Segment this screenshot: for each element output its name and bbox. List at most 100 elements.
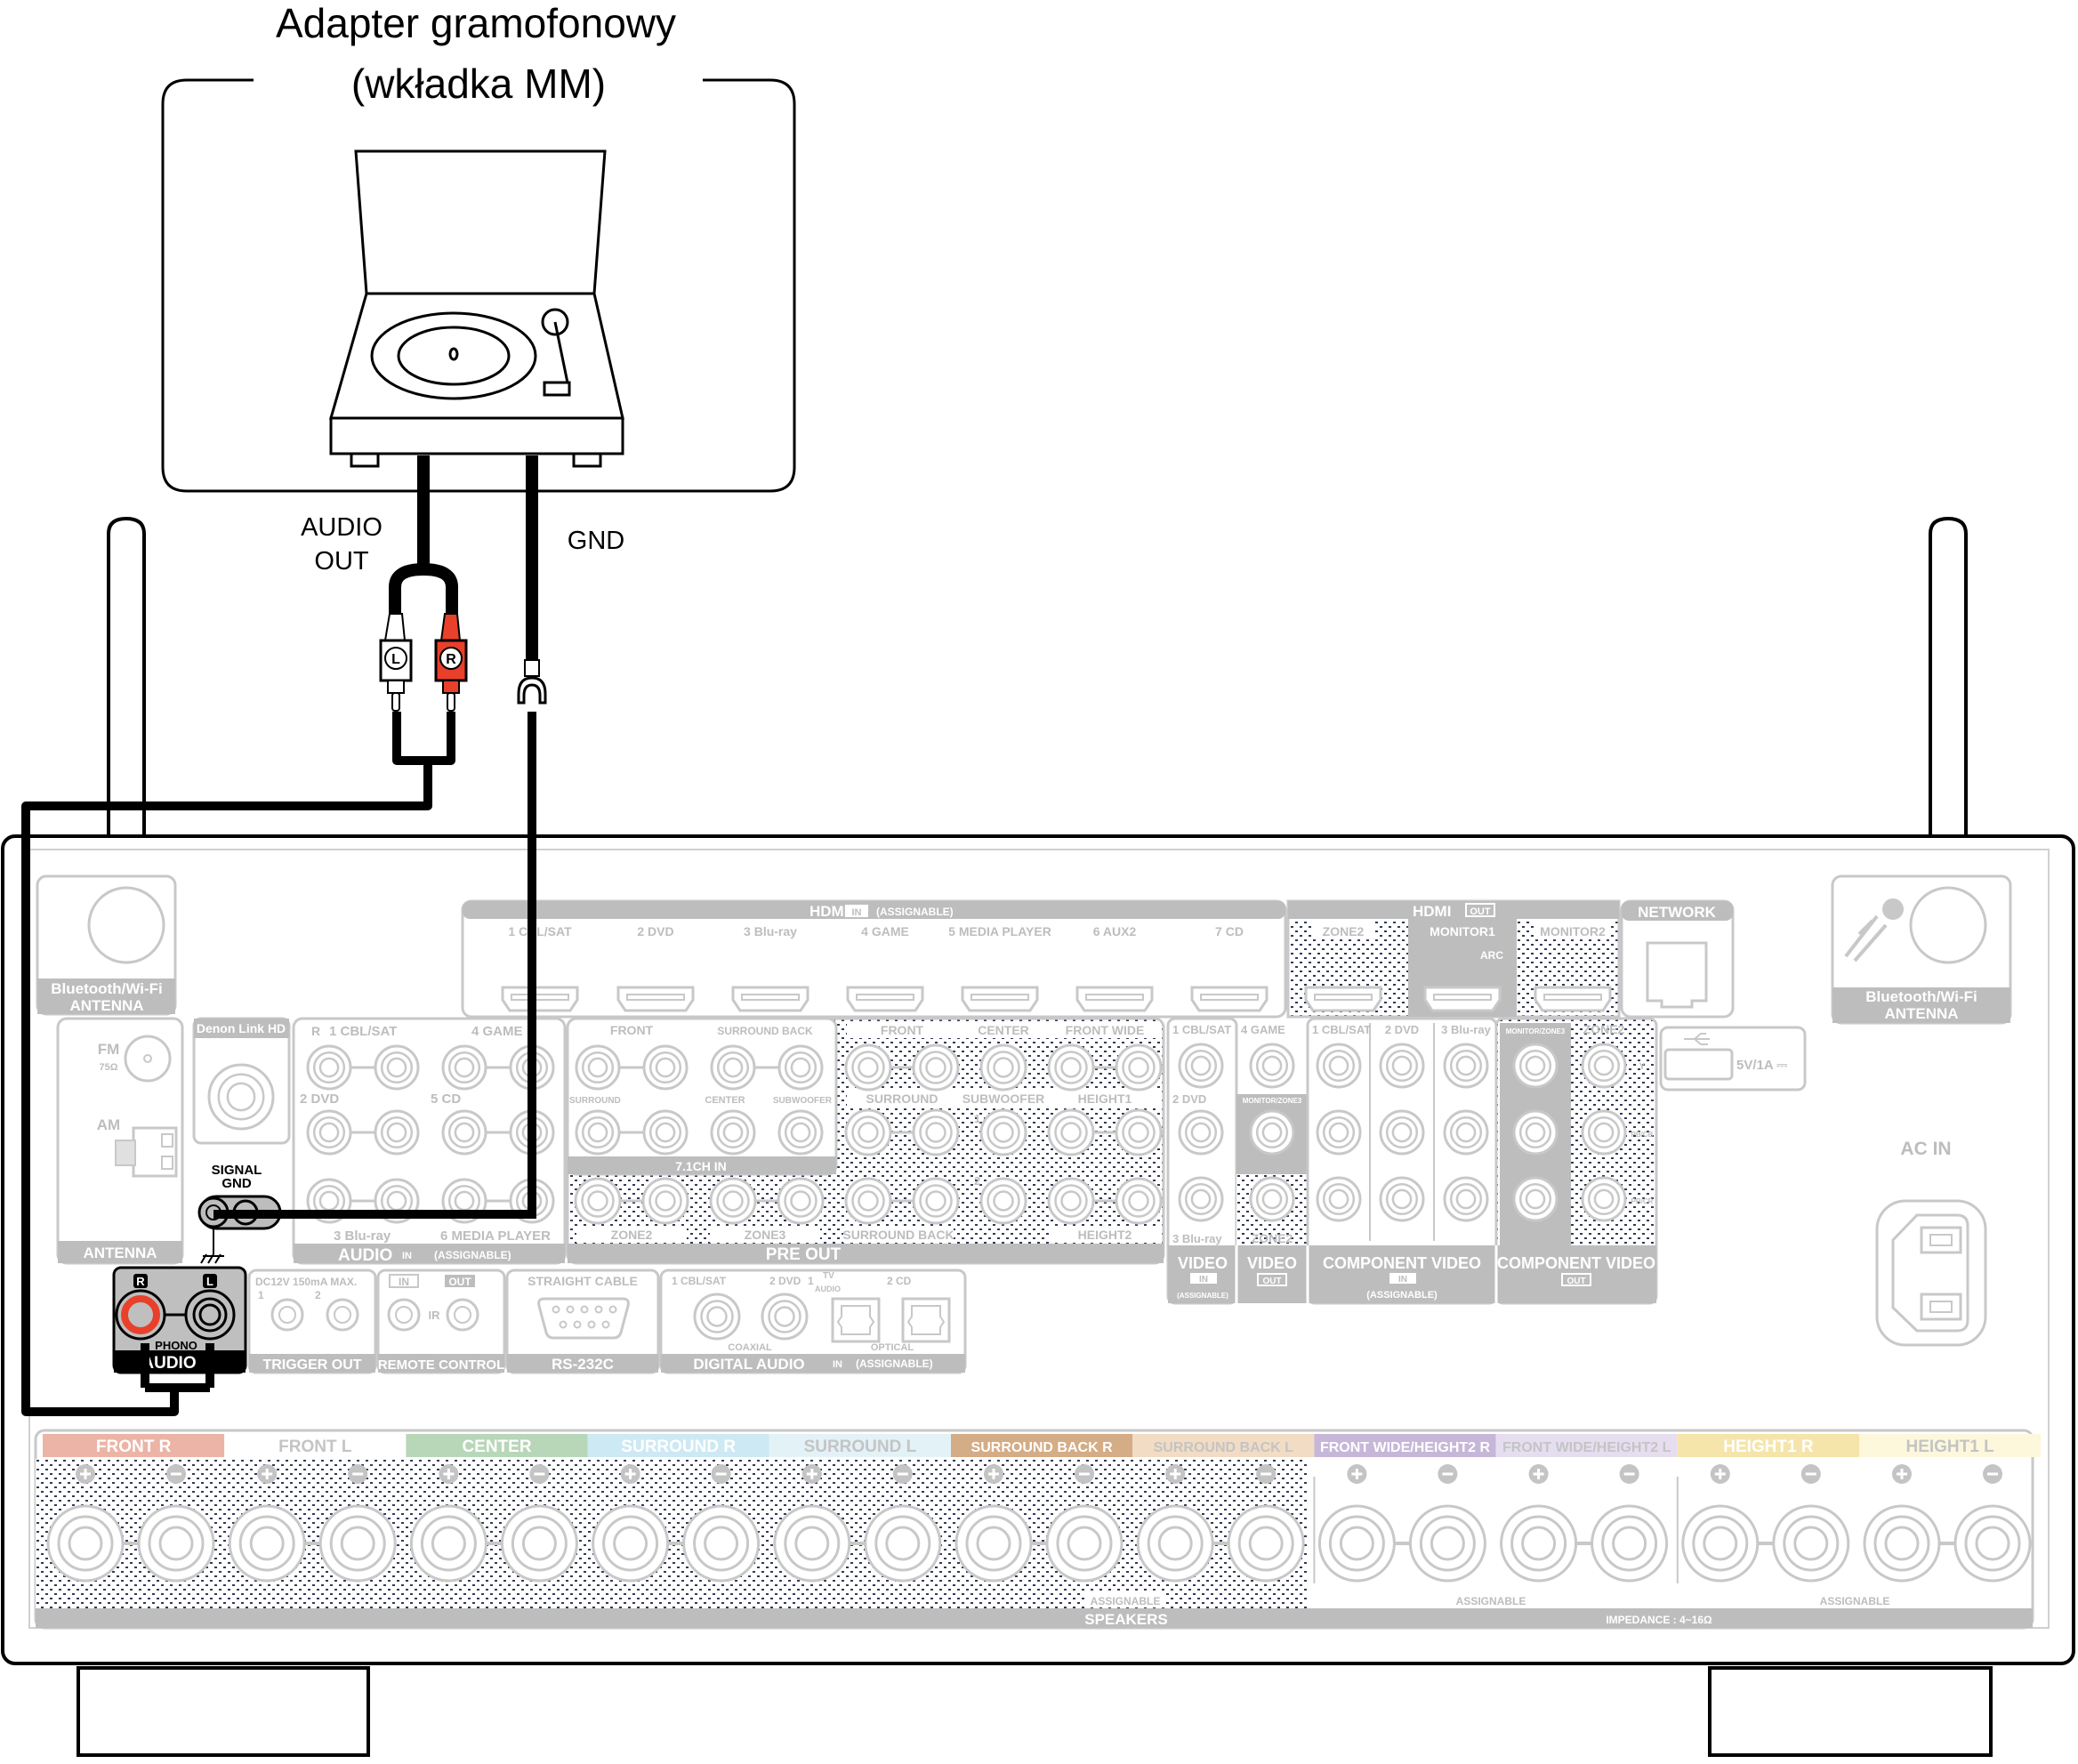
pre-out-jack[interactable] bbox=[1115, 1177, 1163, 1225]
audio-in-jack[interactable] bbox=[306, 1109, 352, 1156]
ch71-in-jack[interactable] bbox=[777, 1109, 824, 1156]
speaker-terminal[interactable] bbox=[592, 1504, 670, 1583]
pre-out-jack[interactable] bbox=[979, 1108, 1027, 1156]
audio-in-jack[interactable] bbox=[441, 1109, 487, 1156]
speaker-channel-label: FRONT WIDE/HEIGHT2 L bbox=[1502, 1440, 1671, 1455]
pre-out-zone-jack[interactable] bbox=[641, 1177, 689, 1225]
pre-out-jack[interactable] bbox=[912, 1177, 960, 1225]
audio-in-badge: IN bbox=[402, 1251, 412, 1261]
pre-out-jack[interactable] bbox=[912, 1043, 960, 1091]
speaker-terminal[interactable] bbox=[1227, 1504, 1305, 1583]
audio-in-jack[interactable] bbox=[306, 1044, 352, 1091]
pre-out-jack[interactable] bbox=[844, 1043, 892, 1091]
pre-out-zone-jack[interactable] bbox=[777, 1177, 825, 1225]
right-antenna bbox=[1929, 516, 1968, 940]
audio-in-jack[interactable] bbox=[374, 1044, 420, 1091]
component-in-jack[interactable] bbox=[1316, 1043, 1362, 1089]
fm-connector[interactable] bbox=[124, 1035, 172, 1083]
component-in-jack[interactable] bbox=[1443, 1176, 1489, 1222]
video-in-jack[interactable] bbox=[1178, 1176, 1224, 1222]
ch71-in-jack[interactable] bbox=[575, 1044, 621, 1091]
trigger-jack-1[interactable] bbox=[270, 1298, 304, 1332]
component-out-jack[interactable] bbox=[1581, 1043, 1627, 1089]
speaker-terminal[interactable] bbox=[500, 1504, 578, 1583]
pre-out-jack[interactable] bbox=[1047, 1177, 1095, 1225]
ch71-in-jack[interactable] bbox=[777, 1044, 824, 1091]
usb-port[interactable] bbox=[1663, 1048, 1734, 1081]
ch71-in-title: 7.1CH IN bbox=[675, 1159, 727, 1173]
speaker-terminal[interactable] bbox=[1953, 1504, 2032, 1583]
coaxial-jack-1[interactable] bbox=[693, 1293, 741, 1341]
pre-out-jack[interactable] bbox=[1047, 1108, 1095, 1156]
pre-out-zone-jack[interactable] bbox=[709, 1177, 757, 1225]
rs232-port[interactable] bbox=[537, 1297, 630, 1340]
pre-out-jack[interactable] bbox=[912, 1108, 960, 1156]
pre-out-jack[interactable] bbox=[979, 1177, 1027, 1225]
pre-out-jack[interactable] bbox=[844, 1108, 892, 1156]
coaxial-jack-2[interactable] bbox=[761, 1293, 809, 1341]
speaker-terminal[interactable] bbox=[1681, 1504, 1760, 1583]
optical-port-1[interactable] bbox=[831, 1297, 881, 1343]
phono-input[interactable]: R L PHONO AUDIO bbox=[112, 1266, 247, 1374]
component-in-jack[interactable] bbox=[1379, 1109, 1425, 1156]
ch71-in-jack[interactable] bbox=[575, 1109, 621, 1156]
speaker-terminal[interactable] bbox=[46, 1504, 125, 1583]
audio-in-jack[interactable] bbox=[441, 1044, 487, 1091]
component-out-jack[interactable] bbox=[1512, 1043, 1558, 1089]
digital-opt2-label: 2 CD bbox=[887, 1275, 912, 1287]
component-in-jack[interactable] bbox=[1379, 1176, 1425, 1222]
hdmi-in-port-label: 6 AUX2 bbox=[1093, 924, 1137, 938]
component-in-jack[interactable] bbox=[1316, 1109, 1362, 1156]
video-in-jack[interactable] bbox=[1249, 1043, 1295, 1089]
speaker-terminal[interactable] bbox=[1136, 1504, 1214, 1583]
denon-link-port[interactable] bbox=[207, 1063, 275, 1131]
component-in-jack[interactable] bbox=[1379, 1043, 1425, 1089]
speaker-terminal[interactable] bbox=[773, 1504, 851, 1583]
ch71-in-jack[interactable] bbox=[642, 1109, 689, 1156]
component-out-jack[interactable] bbox=[1512, 1109, 1558, 1156]
component-in-jack[interactable] bbox=[1443, 1109, 1489, 1156]
pre-out-jack[interactable] bbox=[1115, 1043, 1163, 1091]
pre-out-label: ZONE3 bbox=[745, 1228, 786, 1242]
component-in-jack[interactable] bbox=[1316, 1176, 1362, 1222]
remote-out-jack[interactable] bbox=[446, 1298, 479, 1332]
component-in-jack[interactable] bbox=[1443, 1043, 1489, 1089]
speaker-terminal[interactable] bbox=[1408, 1504, 1486, 1583]
ethernet-port-icon[interactable] bbox=[1646, 941, 1708, 1009]
trigger-out-section: DC12V 150mA MAX. 1 2 TRIGGER OUT bbox=[247, 1269, 377, 1374]
speaker-terminal[interactable] bbox=[318, 1504, 397, 1583]
component-out-jack[interactable] bbox=[1581, 1176, 1627, 1222]
ch71-in-jack[interactable] bbox=[710, 1044, 756, 1091]
speaker-terminal[interactable] bbox=[682, 1504, 761, 1583]
video-out-jack[interactable] bbox=[1249, 1176, 1295, 1222]
speaker-terminal[interactable] bbox=[1772, 1504, 1850, 1583]
trigger-jack-2[interactable] bbox=[326, 1298, 359, 1332]
video-in-jack[interactable] bbox=[1178, 1043, 1224, 1089]
speaker-terminal[interactable] bbox=[1045, 1504, 1124, 1583]
pre-out-jack[interactable] bbox=[1047, 1043, 1095, 1091]
ac-inlet[interactable] bbox=[1875, 1199, 1987, 1347]
speaker-terminal[interactable] bbox=[954, 1504, 1033, 1583]
component-out-jack[interactable] bbox=[1581, 1109, 1627, 1156]
optical-port-2[interactable] bbox=[901, 1297, 951, 1343]
speaker-terminal[interactable] bbox=[1317, 1504, 1396, 1583]
speaker-terminal[interactable] bbox=[228, 1504, 306, 1583]
ch71-center-label: CENTER bbox=[705, 1095, 745, 1106]
speaker-terminal[interactable] bbox=[137, 1504, 215, 1583]
speaker-terminal[interactable] bbox=[1863, 1504, 1941, 1583]
pre-out-jack[interactable] bbox=[1115, 1108, 1163, 1156]
speaker-terminal[interactable] bbox=[409, 1504, 487, 1583]
video-in-jack[interactable] bbox=[1178, 1109, 1224, 1156]
video-out-jack[interactable] bbox=[1249, 1109, 1295, 1156]
pre-out-jack[interactable] bbox=[844, 1177, 892, 1225]
speaker-terminal[interactable] bbox=[1500, 1504, 1578, 1583]
component-out-jack[interactable] bbox=[1512, 1176, 1558, 1222]
ch71-in-jack[interactable] bbox=[642, 1044, 689, 1091]
pre-out-zone-jack[interactable] bbox=[574, 1177, 622, 1225]
audio-in-jack[interactable] bbox=[374, 1109, 420, 1156]
speaker-terminal[interactable] bbox=[1591, 1504, 1669, 1583]
ch71-in-jack[interactable] bbox=[710, 1109, 756, 1156]
speaker-terminal[interactable] bbox=[864, 1504, 942, 1583]
pre-out-jack[interactable] bbox=[979, 1043, 1027, 1091]
remote-in-jack[interactable] bbox=[387, 1298, 421, 1332]
